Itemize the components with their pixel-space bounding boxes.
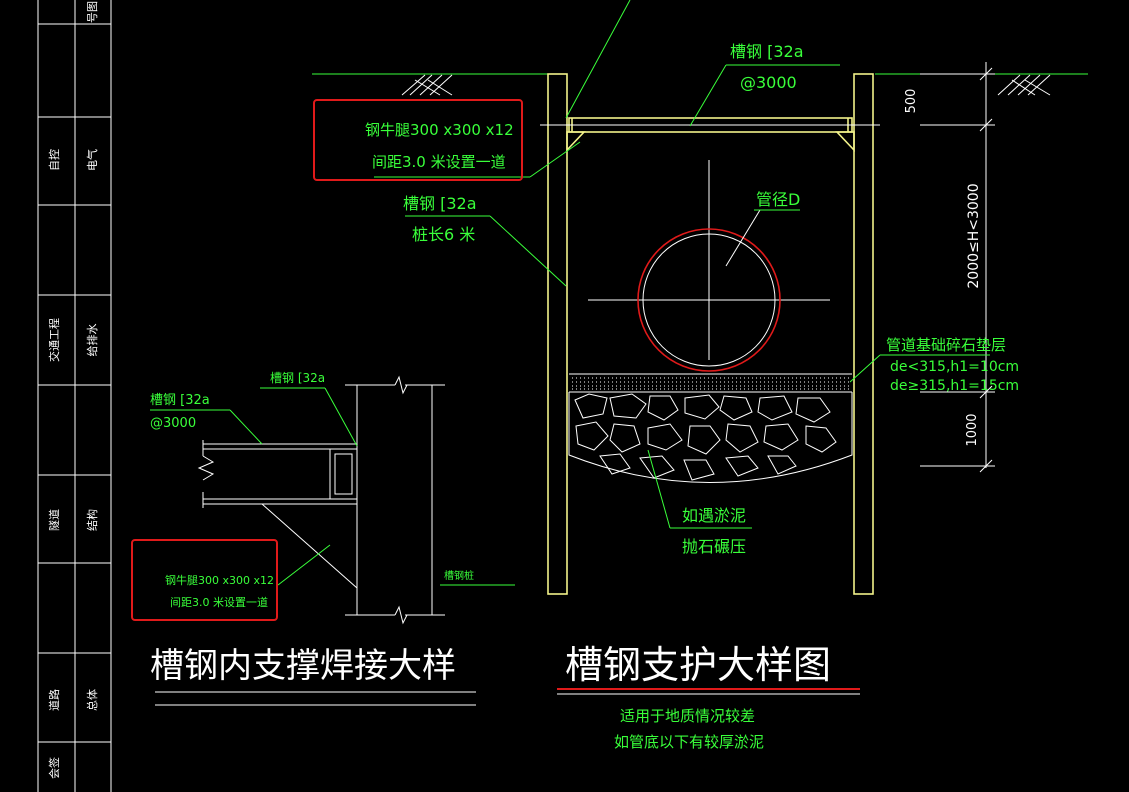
silt-label-line2: 抛石碾压	[682, 537, 746, 556]
title-block-countersign: 会签	[47, 757, 61, 779]
pipe-diameter-label: 管径D	[756, 190, 800, 209]
weld-channel-label-top: 槽钢 [32a	[270, 371, 325, 385]
pile-label-line1: 槽钢 [32a	[403, 194, 477, 213]
applicability-note-line1: 适用于地质情况较差	[620, 707, 755, 725]
top-channel-spacing: @3000	[740, 73, 797, 92]
centre-lines	[540, 124, 880, 360]
weld-channel-spacing: @3000	[150, 416, 196, 431]
weld-bracket-label-line1: 钢牛腿300 x300 x12	[165, 573, 274, 587]
title-block-structure: 结构	[85, 509, 99, 531]
pipe	[637, 209, 781, 372]
dimension-right: 500 2000≤H<3000 1000	[904, 62, 995, 473]
bedding-label: 管道基础碎石垫层	[886, 336, 1006, 354]
dimension-1000: 1000	[965, 413, 980, 446]
weld-detail: 槽钢 [32a 槽钢 [32a @3000 槽钢桩 钢牛腿300 x300 x1…	[150, 371, 515, 625]
rubble-fill	[568, 392, 853, 483]
weld-pile-label: 槽钢桩	[444, 569, 474, 582]
dimension-500: 500	[904, 89, 919, 114]
top-channel-label: 槽钢 [32a	[730, 42, 804, 61]
title-block-auto-control: 自控	[47, 149, 61, 171]
title-block-road: 道路	[47, 689, 61, 711]
right-pile	[853, 73, 874, 595]
applicability-note-line2: 如管底以下有较厚淤泥	[614, 733, 764, 751]
leader-lines	[374, 0, 990, 529]
highlight-box-main-bracket	[313, 99, 523, 181]
weld-detail-title: 槽钢内支撑焊接大样	[150, 646, 456, 686]
title-block-drainage: 给排水	[85, 324, 99, 357]
title-block-traffic: 交通工程	[47, 318, 61, 362]
pile-label-line2: 桩长6 米	[412, 225, 475, 244]
main-annotations: 槽钢 [32a @3000 钢牛腿300 x300 x12 间距3.0 米设置一…	[365, 42, 1019, 556]
bracket-label-line2: 间距3.0 米设置一道	[372, 153, 506, 171]
pipe-inner-circle	[642, 233, 776, 367]
bracket-label-line1: 钢牛腿300 x300 x12	[365, 121, 514, 139]
weld-bracket-label-line2: 间距3.0 米设置一道	[170, 595, 268, 609]
dimension-depth-range: 2000≤H<3000	[966, 183, 982, 288]
ground-line	[312, 73, 1088, 96]
bedding-rule-small: de<315,h1=10cm	[890, 359, 1019, 375]
title-block-sheet-text: 号图	[86, 1, 99, 23]
weld-title-block: 槽钢内支撑焊接大样	[150, 646, 476, 706]
right-bracket	[835, 131, 855, 153]
bedding-rule-large: de≥315,h1=15cm	[890, 378, 1019, 394]
silt-label-line1: 如遇淤泥	[682, 506, 746, 525]
left-bracket	[566, 131, 586, 153]
title-block-electrical: 电气	[85, 149, 99, 171]
main-detail-title: 槽钢支护大样图	[565, 643, 831, 687]
highlight-box-weld-bracket	[131, 539, 278, 621]
gravel-bedding	[569, 373, 852, 393]
title-block-general: 总体	[85, 689, 99, 711]
pipe-outer-circle	[637, 228, 781, 372]
title-block-tunnel: 隧道	[47, 509, 61, 531]
main-title-block: 槽钢支护大样图 适用于地质情况较差 如管底以下有较厚淤泥	[557, 643, 860, 751]
title-block: 号图 自控 电气 交通工程 给排水 隧道 结构 道路 总体 会签	[37, 0, 112, 792]
weld-channel-label-left: 槽钢 [32a	[150, 393, 210, 408]
left-pile	[547, 73, 568, 595]
channel-steel-piles	[547, 73, 874, 595]
